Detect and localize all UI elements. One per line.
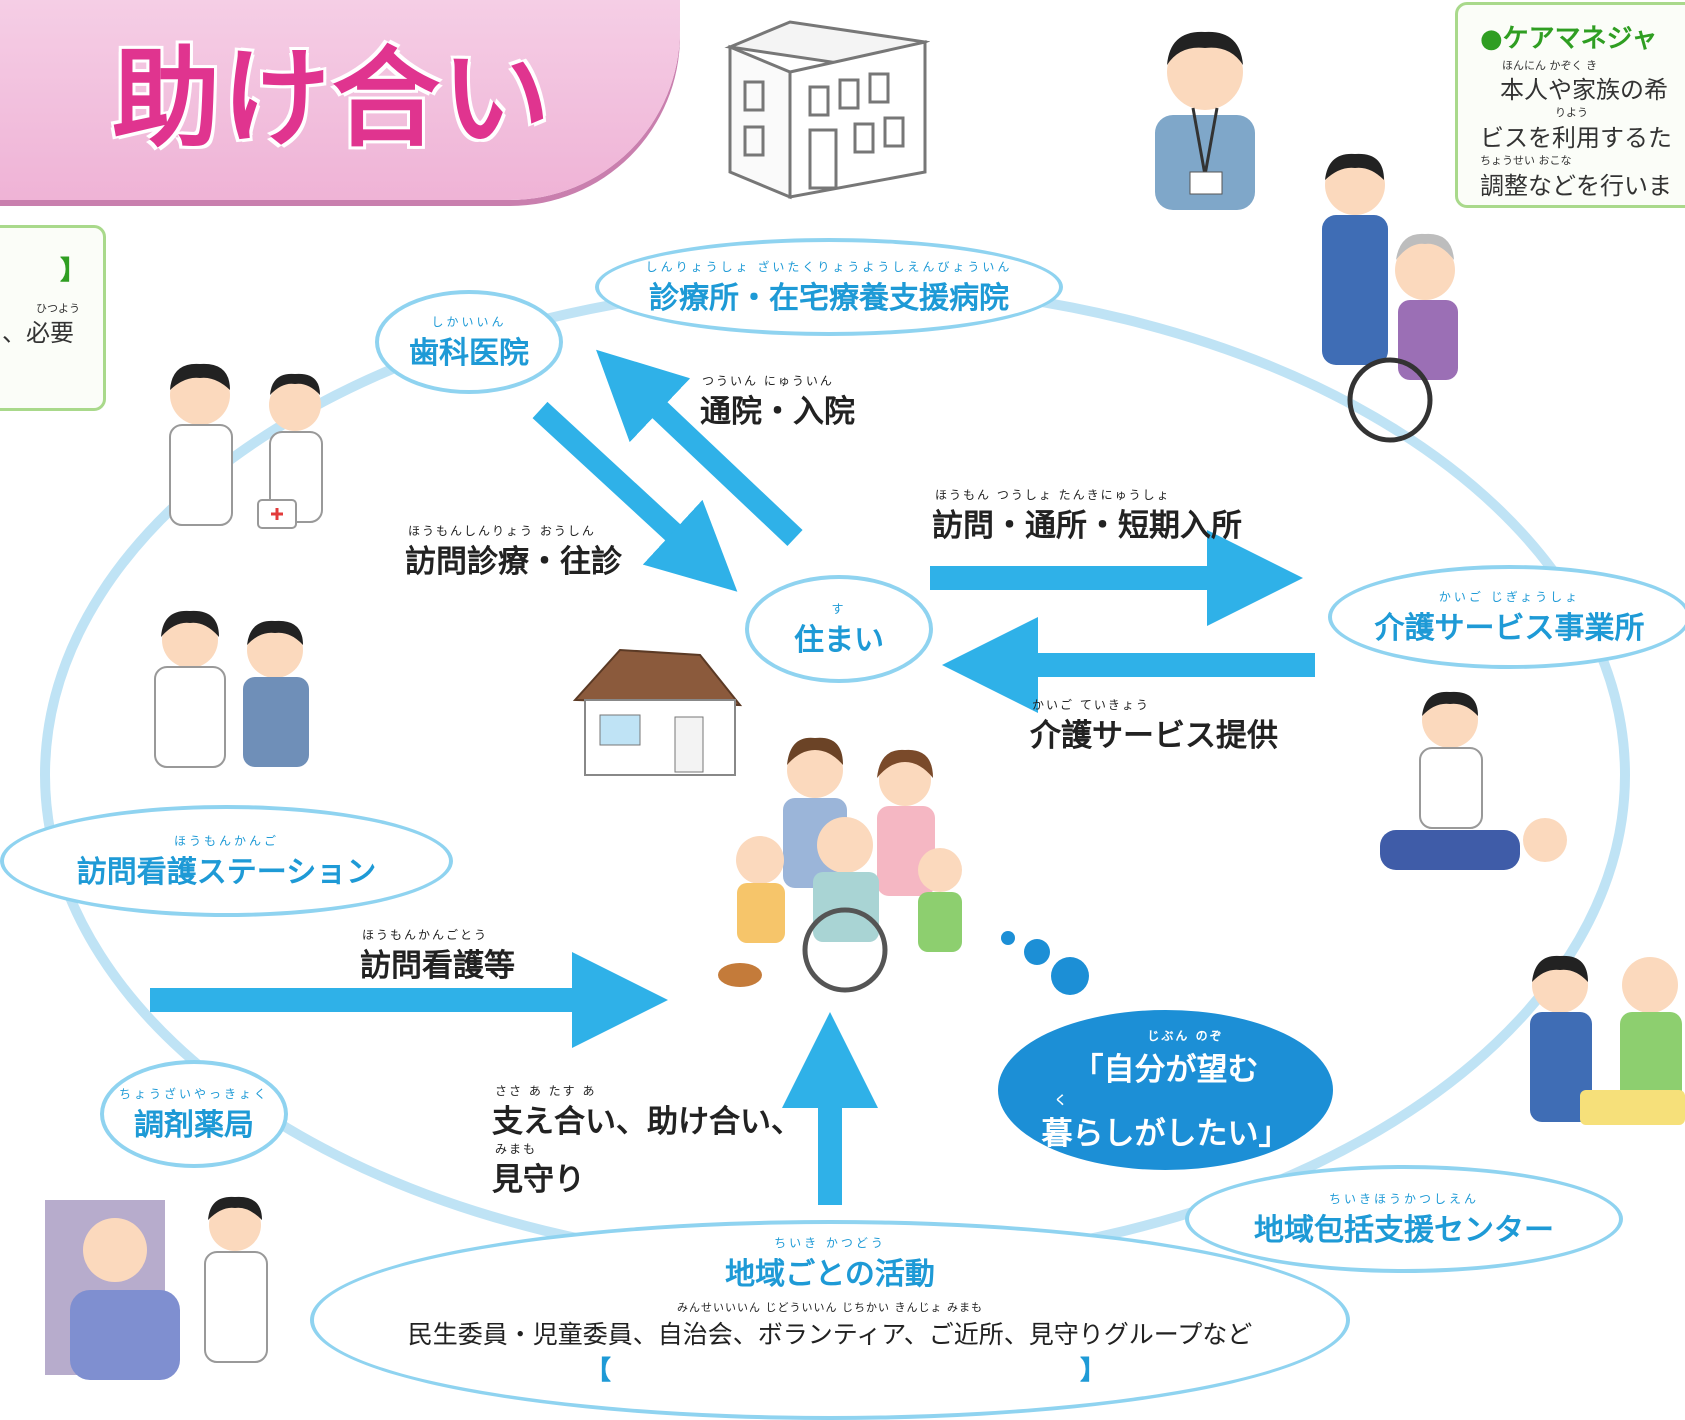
- wish-ruby-2: く: [1054, 1093, 1067, 1107]
- node-clinic-label: 診療所・在宅療養支援病院: [649, 280, 1009, 316]
- node-community-detail: 民生委員・児童委員、自治会、ボランティア、ご近所、見守りグループなど: [407, 1320, 1253, 1349]
- thought-dot-1: [1001, 931, 1015, 945]
- flow-care-provision-ruby: かいご ていきょう: [1032, 698, 1150, 712]
- title-banner: [0, 0, 680, 200]
- care-manager-line1: 本人や家族の希: [1500, 76, 1668, 104]
- node-care-office-ruby: かいご じぎょうしょ: [1438, 589, 1581, 604]
- flow-visit-services-label: 訪問・通所・短期入所: [932, 508, 1242, 544]
- community-bracket-close: 】: [1080, 1356, 1107, 1386]
- care-manager-person-icon: [1155, 31, 1255, 210]
- wish-speech-bubble: じぶん のぞ 「自分が望む く 暮らしがしたい」: [998, 1010, 1333, 1170]
- node-clinic-ruby: しんりょうしょ ざいたくりょうようしえんびょういん: [645, 259, 1013, 274]
- left-info-box: [0, 225, 106, 411]
- node-community-ruby: ちいき かつどう: [774, 1236, 886, 1250]
- node-dental-ruby: しかいいん: [431, 314, 507, 329]
- page-title: 助け合い: [112, 37, 553, 162]
- node-home-nursing-station[interactable]: ほうもんかんご 訪問看護ステーション: [0, 805, 453, 917]
- flow-nursing-visit-label: 訪問看護等: [360, 948, 515, 984]
- wish-line-1: 「自分が望む: [1072, 1052, 1259, 1088]
- node-dental-label: 歯科医院: [409, 335, 529, 371]
- flow-mutual-help-line1: 支え合い、助け合い、: [492, 1104, 802, 1140]
- care-manager-line2-ruby: りよう: [1555, 106, 1588, 119]
- doctor-nurse-icon: [169, 363, 323, 529]
- node-pharmacy-ruby: ちょうざいやっきょく: [118, 1086, 269, 1101]
- flow-care-provision-label: 介護サービス提供: [1030, 718, 1278, 754]
- node-home-label: 住まい: [794, 622, 884, 658]
- care-manager-heading: ●ケアマネジャ: [1480, 24, 1658, 54]
- flow-outpatient-label: 通院・入院: [700, 394, 855, 430]
- wish-line-2: 暮らしがしたい」: [1041, 1116, 1290, 1152]
- thought-dot-2: [1024, 939, 1050, 965]
- flow-home-visit-label: 訪問診療・往診: [405, 544, 622, 580]
- node-community-support-center[interactable]: ちいきほうかつしえん 地域包括支援センター: [1185, 1165, 1623, 1273]
- flow-home-visit-ruby: ほうもんしんりょう おうしん: [408, 524, 596, 538]
- node-pharmacy[interactable]: ちょうざいやっきょく 調剤薬局: [100, 1060, 288, 1168]
- node-support-center-ruby: ちいきほうかつしえん: [1328, 1191, 1479, 1206]
- flow-mutual-help-line2: 見守り: [492, 1162, 585, 1198]
- arrow-home-visit: [532, 401, 738, 592]
- flow-nursing-visit-ruby: ほうもんかんごとう: [362, 928, 489, 942]
- left-box-bracket: 】: [60, 256, 87, 286]
- flow-outpatient-ruby: つういん にゅういん: [702, 374, 834, 388]
- node-pharmacy-label: 調剤薬局: [134, 1107, 254, 1143]
- care-manager-line1-ruby: ほんにん かぞく き: [1502, 59, 1597, 72]
- flow-visit-services-ruby: ほうもん つうしょ たんきにゅうしょ: [935, 488, 1171, 502]
- left-box-text: 、必要: [2, 319, 74, 347]
- care-manager-line3: 調整などを行いま: [1480, 172, 1672, 200]
- caregiver-meal-icon: [1530, 955, 1685, 1125]
- family-group-icon: [718, 737, 962, 993]
- flow-mutual-help-ruby1: ささ あ たす あ: [495, 1084, 597, 1098]
- node-dental-clinic[interactable]: しかいいん 歯科医院: [375, 290, 563, 394]
- node-nursing-station-ruby: ほうもんかんご: [173, 833, 279, 848]
- care-manager-line3-ruby: ちょうせい おこな: [1480, 154, 1572, 167]
- care-manager-line2: ビスを利用するた: [1480, 124, 1672, 152]
- node-support-center-label: 地域包括支援センター: [1254, 1212, 1554, 1248]
- node-community-label: 地域ごとの活動: [725, 1257, 935, 1292]
- node-community-detail-ruby: みんせいいいん じどういいん じちかい きんじょ みまも: [677, 1301, 983, 1314]
- doctor-elderly-patient-icon: [45, 1196, 268, 1380]
- nurse-blood-pressure-icon: [154, 610, 309, 768]
- node-community-activities[interactable]: ちいき かつどう 地域ごとの活動 みんせいいいん じどういいん じちかい きんじ…: [310, 1220, 1350, 1420]
- left-box-ruby: ひつよう: [36, 302, 80, 315]
- care-manager-info-box: [1455, 2, 1685, 208]
- node-nursing-station-label: 訪問看護ステーション: [76, 854, 377, 890]
- thought-dot-3: [1051, 957, 1089, 995]
- node-care-service-office[interactable]: かいご じぎょうしょ 介護サービス事業所: [1328, 565, 1685, 669]
- caregiver-assist-icon: [1380, 691, 1567, 870]
- node-home[interactable]: す 住まい: [745, 575, 933, 683]
- wish-ruby-1: じぶん のぞ: [1147, 1029, 1224, 1043]
- hospital-building-icon: [724, 20, 930, 200]
- house-icon: [572, 648, 743, 776]
- node-care-office-label: 介護サービス事業所: [1374, 610, 1645, 646]
- community-bracket-open: 【: [585, 1356, 612, 1386]
- node-clinic-hospital[interactable]: しんりょうしょ ざいたくりょうようしえんびょういん 診療所・在宅療養支援病院: [595, 238, 1063, 336]
- flow-mutual-help-ruby2: みまも: [495, 1142, 538, 1156]
- node-home-ruby: す: [831, 601, 847, 616]
- caregiver-wheelchair-icon: [1322, 153, 1458, 443]
- arrow-outpatient: [596, 349, 803, 546]
